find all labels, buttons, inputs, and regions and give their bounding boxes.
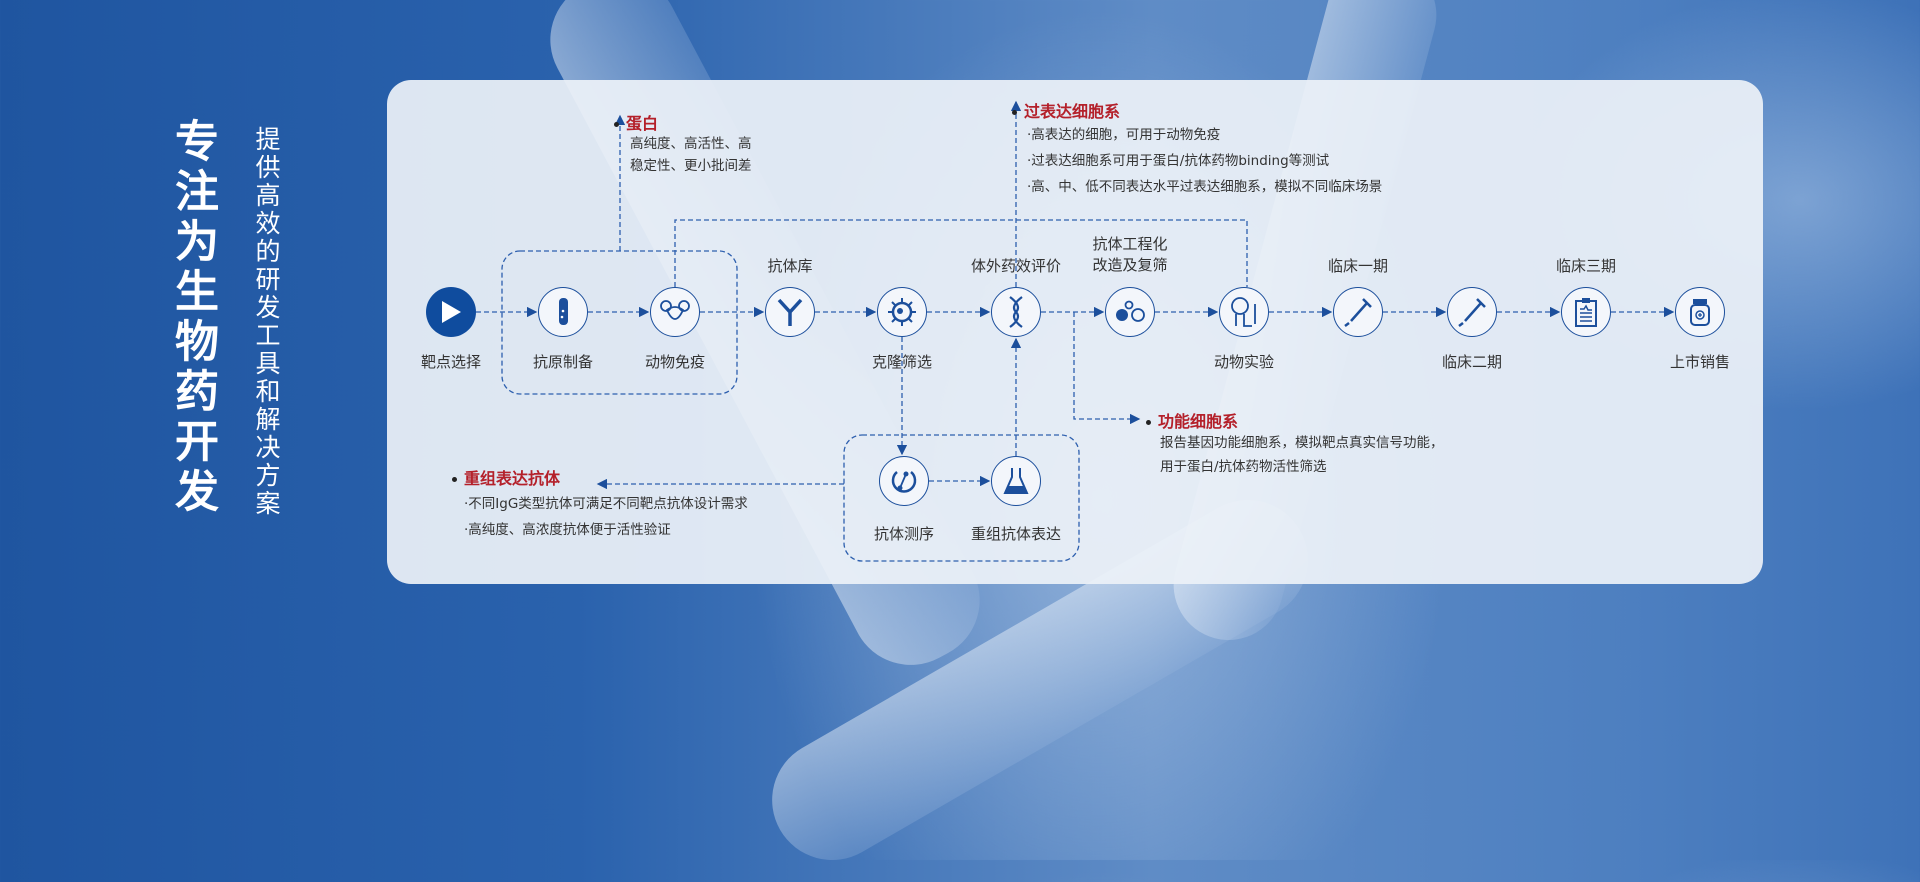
syringe-icon xyxy=(1344,298,1372,327)
antigen-label: 抗原制备 xyxy=(532,353,594,371)
overexpress-note-title: 过表达细胞系 xyxy=(1012,98,1120,122)
functional-note: 报告基因功能细胞系，模拟靶点真实信号功能， 用于蛋白/抗体药物活性筛选 xyxy=(1160,431,1444,479)
note-line: ·不同IgG类型抗体可满足不同靶点抗体设计需求 xyxy=(464,496,748,512)
antibody-icon xyxy=(777,298,803,326)
in-vitro-node[interactable] xyxy=(991,287,1041,337)
market-node[interactable] xyxy=(1675,287,1725,337)
antigen-node[interactable] xyxy=(538,287,588,337)
note-line: 用于蛋白/抗体药物活性筛选 xyxy=(1160,459,1327,475)
animal-experiment-label: 动物实验 xyxy=(1213,353,1275,371)
in-vitro-label: 体外药效评价 xyxy=(970,257,1062,275)
dna-icon xyxy=(1009,296,1023,328)
clipboard-icon xyxy=(1575,298,1597,327)
syringe-icon xyxy=(1458,298,1486,327)
engineering-label-line: 抗体工程化 xyxy=(1092,235,1168,253)
engineering-label-line: 改造及复筛 xyxy=(1092,256,1168,274)
antibody-engineering-label: 抗体工程化改造及复筛 xyxy=(1092,234,1167,276)
market-label: 上市销售 xyxy=(1669,353,1731,371)
note-line: 稳定性、更小批间差 xyxy=(630,158,752,174)
medicine-bottle-icon xyxy=(1690,299,1710,326)
functional-note-title: 功能细胞系 xyxy=(1146,408,1238,432)
protein-note: 高纯度、高活性、高稳定性、更小批间差 xyxy=(630,133,752,177)
note-line: 报告基因功能细胞系，模拟靶点真实信号功能， xyxy=(1160,435,1444,451)
antibody-library-node[interactable] xyxy=(765,287,815,337)
note-line: ·高表达的细胞，可用于动物免疫 xyxy=(1027,127,1221,143)
mouse-icon xyxy=(660,300,690,320)
recombinant-note: ·不同IgG类型抗体可满足不同靶点抗体设计需求 ·高纯度、高浓度抗体便于活性验证 xyxy=(464,491,748,543)
flask-icon xyxy=(1003,468,1029,494)
virus-icon xyxy=(888,298,916,326)
recombinant-note-title: 重组表达抗体 xyxy=(452,465,560,489)
expression-label: 重组抗体表达 xyxy=(970,525,1062,543)
sequencing-label: 抗体测序 xyxy=(873,525,935,543)
phase1-label: 临床一期 xyxy=(1327,257,1389,275)
protein-note-title: 蛋白 xyxy=(614,110,658,134)
note-line: ·高纯度、高浓度抗体便于活性验证 xyxy=(464,522,671,538)
note-line: ·高、中、低不同表达水平过表达细胞系，模拟不同临床场景 xyxy=(1027,179,1383,195)
target-selection-label: 靶点选择 xyxy=(420,353,482,371)
target-selection-node[interactable] xyxy=(426,287,476,337)
note-line: ·过表达细胞系可用于蛋白/抗体药物binding等测试 xyxy=(1027,153,1330,169)
phase3-label: 临床三期 xyxy=(1555,257,1617,275)
headline: 专注为生物药开发 xyxy=(167,118,218,518)
clone-screening-node[interactable] xyxy=(877,287,927,337)
overexpress-note: ·高表达的细胞，可用于动物免疫 ·过表达细胞系可用于蛋白/抗体药物binding等… xyxy=(1027,122,1382,200)
expression-node[interactable] xyxy=(991,456,1041,506)
phase3-node[interactable] xyxy=(1561,287,1611,337)
sequencing-icon xyxy=(891,471,917,493)
phase2-node[interactable] xyxy=(1447,287,1497,337)
test-tube-icon xyxy=(559,298,568,325)
sequencing-node[interactable] xyxy=(879,456,929,506)
immunization-label: 动物免疫 xyxy=(644,353,706,371)
antibody-engineering-node[interactable] xyxy=(1105,287,1155,337)
monkey-icon xyxy=(1231,297,1256,327)
note-line: 高纯度、高活性、高 xyxy=(630,136,752,152)
animal-experiment-node[interactable] xyxy=(1219,287,1269,337)
molecule-icon xyxy=(1116,300,1145,322)
workflow-panel xyxy=(387,80,1763,584)
immunization-node[interactable] xyxy=(650,287,700,337)
subheadline: 提供高效的研发工具和解决方案 xyxy=(252,126,281,518)
flow-connectors xyxy=(476,100,1675,562)
play-icon xyxy=(442,301,461,323)
phase2-label: 临床二期 xyxy=(1441,353,1503,371)
clone-screening-label: 克隆筛选 xyxy=(871,353,933,371)
antibody-library-label: 抗体库 xyxy=(767,257,813,275)
phase1-node[interactable] xyxy=(1333,287,1383,337)
